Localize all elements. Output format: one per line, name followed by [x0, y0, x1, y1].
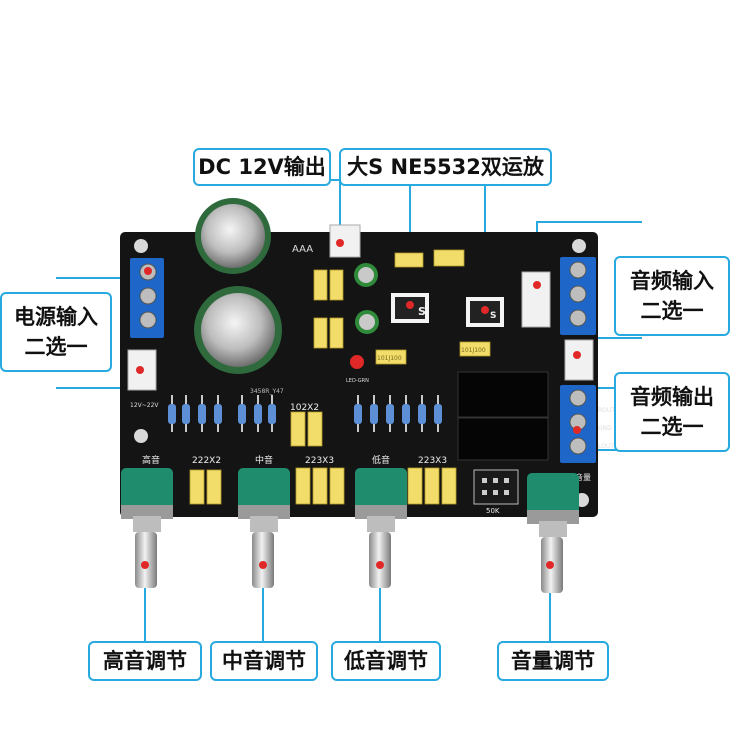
callout-mid: 中音调节 [210, 641, 318, 681]
power-input-label-line2: 二选一 [24, 335, 88, 359]
audio-input-terminal [560, 257, 596, 335]
film-capacitors-bottom [189, 467, 457, 505]
cap-223-silkscreen-a: 223X3 [305, 456, 334, 466]
bass-label: 低音调节 [344, 649, 428, 673]
bass-knob [355, 468, 407, 588]
model-silkscreen: 3458R_Y47 [250, 388, 284, 395]
opamp-label: 大S NE5532双运放 [347, 155, 544, 179]
audio-input-connector [521, 271, 551, 328]
callout-opamp: 大S NE5532双运放 [339, 148, 552, 186]
treble-label: 高音调节 [103, 649, 187, 673]
electrolytic-capacitors [194, 198, 282, 374]
opamp-chip-right: S [466, 297, 504, 327]
treble-knob [121, 468, 173, 588]
volume-label: 音量调节 [511, 649, 595, 673]
callout-bass: 低音调节 [331, 641, 441, 681]
gnd-silkscreen: GND [598, 425, 612, 432]
voltage-silkscreen: 12V~22V [130, 402, 159, 409]
cap-102-silkscreen: 102X2 [290, 403, 319, 413]
mid-silkscreen: 中音 [255, 454, 273, 466]
audio-output-label-line1: 音频输出 [630, 385, 714, 409]
aaa-silkscreen: AAA [292, 244, 313, 255]
bass-silkscreen: 低音 [372, 454, 390, 466]
dc-output-connector [329, 224, 361, 258]
audio-output-label-line2: 二选一 [640, 415, 704, 439]
callout-audio-output: 音频输出 二选一 [614, 372, 730, 452]
led-silkscreen: LED-GRN [346, 378, 369, 384]
film-capacitors-middle [290, 411, 323, 447]
volume-knob [527, 473, 579, 593]
cap-223-silkscreen-b: 223X3 [418, 456, 447, 466]
audio-input-label-line1: 音频输入 [630, 269, 714, 293]
svg-text:S: S [490, 311, 496, 321]
dc-output-label: DC 12V输出 [198, 155, 326, 179]
callout-power-input: 电源输入 二选一 [0, 292, 112, 372]
lout-silkscreen: LOUT [598, 443, 614, 450]
treble-silkscreen: 高音 [142, 454, 160, 466]
mid-knob [238, 468, 290, 588]
relay-blocks [457, 371, 549, 461]
film-capacitors-top [313, 249, 491, 365]
small-capacitors [354, 263, 379, 334]
resistor-row [168, 395, 442, 432]
rout-silkscreen: ROUT [598, 407, 615, 414]
mid-label: 中音调节 [222, 649, 306, 673]
audio-output-connector [564, 339, 594, 381]
power-led [350, 355, 364, 369]
power-input-label-line1: 电源输入 [14, 305, 98, 329]
callout-volume: 音量调节 [497, 641, 609, 681]
callout-treble: 高音调节 [88, 641, 202, 681]
cap-101-label-a: 101J100 [377, 355, 402, 362]
audio-output-terminal [560, 385, 596, 463]
callout-dc-output: DC 12V输出 [193, 148, 331, 186]
red-markers [136, 239, 581, 569]
cap-101-label-b: 101J100 [461, 347, 486, 354]
audio-input-label-line2: 二选一 [640, 299, 704, 323]
svg-text:S: S [418, 305, 426, 318]
volume-silkscreen: 音量 [575, 472, 591, 482]
pot-value-silkscreen: 50K [486, 507, 500, 515]
cap-222-silkscreen: 222X2 [192, 456, 221, 466]
pin-header [473, 469, 519, 505]
callout-audio-input: 音频输入 二选一 [614, 256, 730, 336]
